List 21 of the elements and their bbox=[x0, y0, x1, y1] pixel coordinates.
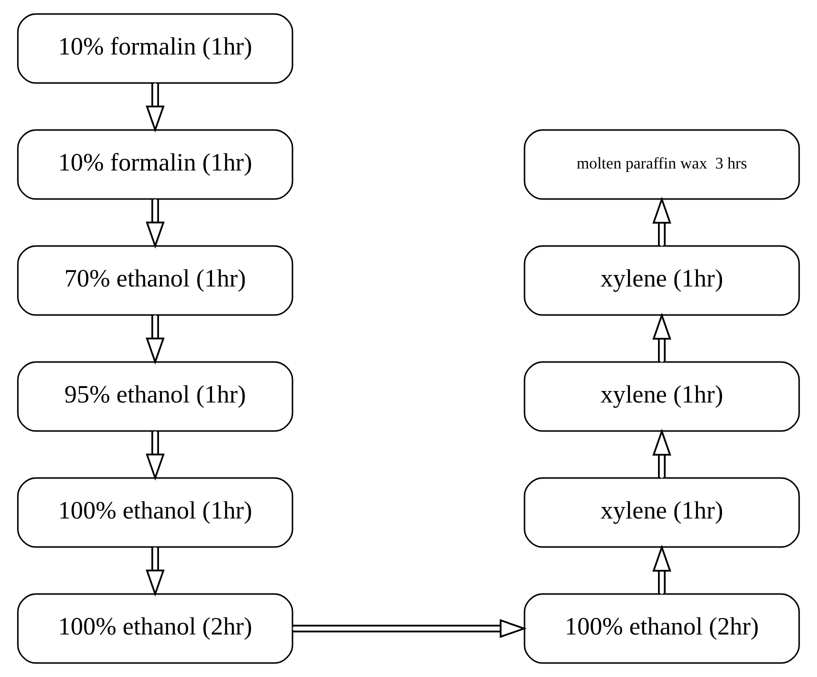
arrow bbox=[652, 428, 672, 478]
node-box: xylene (1hr) bbox=[524, 245, 800, 316]
arrow bbox=[146, 315, 165, 365]
node-box: molten paraffin wax 3 hrs bbox=[524, 129, 800, 200]
node-box: 10% formalin (1hr) bbox=[17, 129, 294, 200]
node-box: 70% ethanol (1hr) bbox=[17, 245, 294, 316]
node-box: 100% ethanol (2hr) bbox=[524, 593, 800, 664]
arrow bbox=[146, 431, 165, 481]
arrow bbox=[292, 619, 527, 638]
node-box: 10% formalin (1hr) bbox=[17, 13, 294, 84]
arrow bbox=[146, 83, 165, 133]
arrow bbox=[146, 547, 165, 597]
node-box: 100% ethanol (2hr) bbox=[17, 593, 294, 664]
arrow bbox=[652, 196, 672, 246]
node-box: 95% ethanol (1hr) bbox=[17, 361, 294, 432]
arrow bbox=[652, 544, 672, 594]
arrow bbox=[652, 312, 672, 362]
node-box: 100% ethanol (1hr) bbox=[17, 477, 294, 548]
arrow bbox=[146, 199, 165, 249]
node-box: xylene (1hr) bbox=[524, 477, 800, 548]
node-box: xylene (1hr) bbox=[524, 361, 800, 432]
